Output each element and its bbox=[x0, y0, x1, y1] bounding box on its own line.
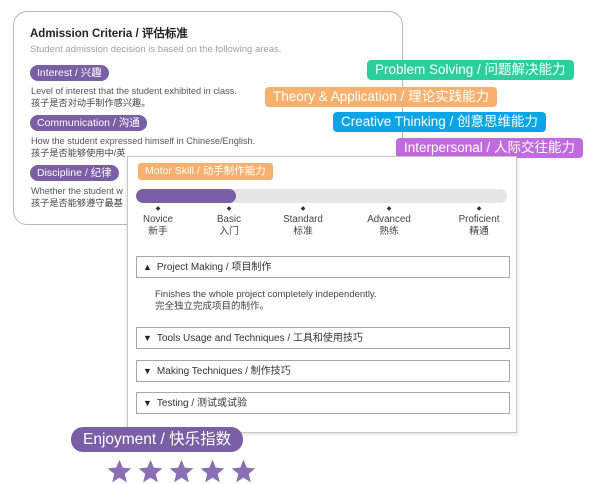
accordion-project-making[interactable]: ▲ Project Making / 项目制作 bbox=[136, 256, 510, 278]
level-marker-icon: ◆ bbox=[300, 206, 306, 212]
accordion-title: Tools Usage and Techniques / 工具和使用技巧 bbox=[156, 333, 363, 344]
level-basic: ◆ Basic 入门 bbox=[194, 205, 264, 238]
level-en: Proficient bbox=[458, 214, 500, 225]
level-marker-icon: ◆ bbox=[386, 206, 392, 212]
accordion-tools-usage[interactable]: ▼ Tools Usage and Techniques / 工具和使用技巧 bbox=[136, 327, 510, 349]
motor-skill-tag: Motor Skill / 动手制作能力 bbox=[138, 163, 273, 180]
criteria-subtitle: Student admission decision is based on t… bbox=[30, 44, 282, 55]
level-cn: 新手 bbox=[148, 226, 168, 237]
communication-desc: How the student expressed himself in Chi… bbox=[31, 136, 256, 146]
level-standard: ◆ Standard 标准 bbox=[268, 205, 338, 238]
level-cn: 入门 bbox=[219, 226, 239, 237]
project-making-desc-cn: 完全独立完成项目的制作。 bbox=[155, 301, 270, 312]
discipline-desc: Whether the student w bbox=[31, 186, 123, 196]
discipline-desc-cn: 孩子是否能够遵守最基 bbox=[31, 198, 123, 208]
level-en: Novice bbox=[143, 214, 173, 225]
level-marker-icon: ◆ bbox=[476, 206, 482, 212]
skill-progress-fill bbox=[136, 189, 237, 203]
criteria-item-communication: Communication / 沟通 How the student expre… bbox=[30, 112, 402, 159]
skill-progress-bar bbox=[136, 189, 507, 203]
level-en: Advanced bbox=[367, 214, 411, 225]
skill-levels: ◆ Novice 新手 ◆ Basic 入门 ◆ Standard 标准 ◆ A… bbox=[128, 205, 518, 241]
accordion-testing[interactable]: ▼ Testing / 测试或试验 bbox=[136, 392, 510, 414]
triangle-up-icon: ▲ bbox=[143, 262, 152, 272]
communication-pill: Communication / 沟通 bbox=[30, 115, 147, 131]
enjoyment-pill: Enjoyment / 快乐指数 bbox=[71, 427, 244, 452]
level-marker-icon: ◆ bbox=[155, 206, 161, 212]
level-cn: 熟练 bbox=[379, 226, 399, 237]
accordion-title: Testing / 测试或试验 bbox=[156, 398, 247, 409]
level-marker-icon: ◆ bbox=[226, 206, 232, 212]
discipline-pill: Discipline / 纪律 bbox=[30, 165, 119, 181]
star-icon bbox=[106, 458, 133, 484]
communication-desc-cn: 孩子是否能够使用中/英 bbox=[31, 148, 126, 158]
level-proficient: ◆ Proficient 精通 bbox=[444, 205, 514, 238]
project-making-desc: Finishes the whole project completely in… bbox=[155, 289, 377, 300]
project-making-body: Finishes the whole project completely in… bbox=[155, 289, 377, 313]
criteria-list: Interest / 兴趣 Level of interest that the… bbox=[30, 62, 402, 209]
criteria-item-discipline: Discipline / 纪律 Whether the student w 孩子… bbox=[30, 162, 402, 209]
motor-skill-card: Motor Skill / 动手制作能力 ◆ Novice 新手 ◆ Basic… bbox=[127, 156, 517, 433]
level-novice: ◆ Novice 新手 bbox=[123, 205, 193, 238]
theory-application-tag[interactable]: Theory & Application / 理论实践能力 bbox=[265, 87, 498, 107]
accordion-making-techniques[interactable]: ▼ Making Techniques / 制作技巧 bbox=[136, 360, 510, 382]
level-advanced: ◆ Advanced 熟练 bbox=[354, 205, 424, 238]
star-icon bbox=[168, 458, 195, 484]
accordion-title: Making Techniques / 制作技巧 bbox=[156, 366, 291, 377]
star-icon bbox=[230, 458, 257, 484]
criteria-title: Admission Criteria / 评估标准 bbox=[30, 28, 188, 40]
level-en: Standard bbox=[283, 214, 323, 225]
level-cn: 精通 bbox=[469, 226, 489, 237]
triangle-down-icon: ▼ bbox=[143, 333, 152, 343]
triangle-down-icon: ▼ bbox=[143, 366, 152, 376]
enjoyment-stars bbox=[106, 458, 261, 484]
level-en: Basic bbox=[217, 214, 241, 225]
triangle-down-icon: ▼ bbox=[143, 398, 152, 408]
creative-thinking-tag[interactable]: Creative Thinking / 创意思维能力 bbox=[333, 112, 547, 132]
problem-solving-tag[interactable]: Problem Solving / 问题解决能力 bbox=[367, 60, 574, 80]
star-icon bbox=[199, 458, 226, 484]
interest-pill: Interest / 兴趣 bbox=[30, 65, 109, 81]
star-icon bbox=[137, 458, 164, 484]
interest-desc: Level of interest that the student exhib… bbox=[31, 86, 237, 96]
accordion-title: Project Making / 项目制作 bbox=[156, 262, 272, 273]
criteria-item-interest: Interest / 兴趣 Level of interest that the… bbox=[30, 62, 402, 109]
interest-desc-cn: 孩子是否对动手制作感兴趣。 bbox=[31, 98, 151, 108]
interpersonal-tag[interactable]: Interpersonal / 人际交往能力 bbox=[396, 138, 584, 158]
level-cn: 标准 bbox=[293, 226, 313, 237]
